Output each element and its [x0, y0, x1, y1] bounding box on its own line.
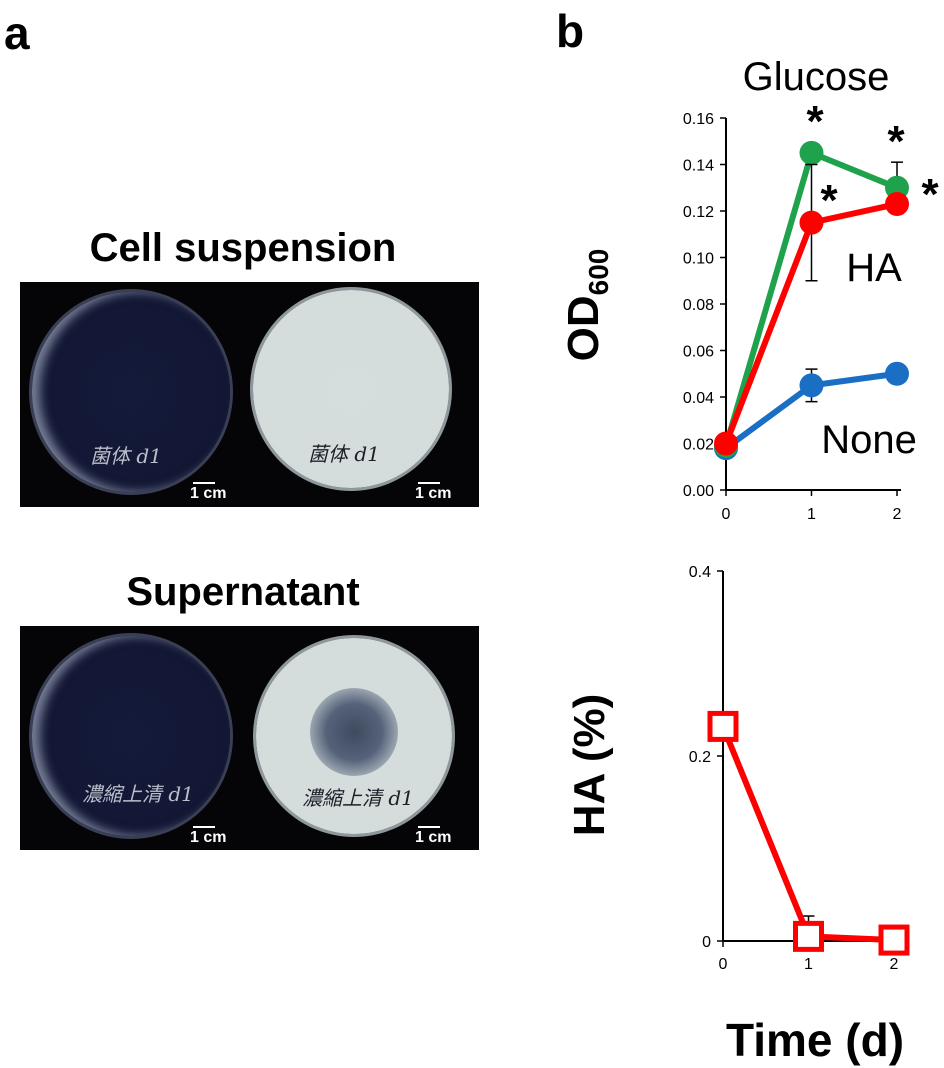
y-tick-label: 0.14: [683, 158, 714, 175]
data-point-none: [885, 361, 909, 386]
x-tick-label: 0: [722, 506, 731, 523]
x-tick-label: 2: [893, 506, 902, 523]
supernatant-title: Supernatant: [126, 570, 360, 614]
x-tick-label: 0: [719, 956, 728, 973]
data-point-ha: [799, 210, 824, 235]
panel-a-letter: a: [4, 7, 30, 59]
scale-bar-label: 1 cm: [415, 829, 452, 846]
x-tick-label: 1: [804, 956, 813, 973]
series-line-ha: [720, 725, 895, 944]
scale-bar: 1 cm: [415, 826, 451, 847]
dish-label: 濃縮上清 d1: [302, 786, 414, 810]
data-point-ha: [714, 431, 738, 456]
y-tick-label: 0.04: [683, 390, 714, 407]
x-tick-label: 1: [807, 506, 816, 523]
y-tick-label: 0.08: [683, 297, 714, 314]
y-axis-label: OD600: [559, 249, 614, 362]
petri-dish-cell-blue: [32, 292, 230, 492]
y-axis-label: HA (%): [565, 694, 614, 837]
data-point-ha: [707, 710, 739, 742]
data-point-glucose: [799, 140, 824, 165]
x-axis-label: Time (d): [726, 1014, 904, 1066]
series-label-ha: HA: [846, 246, 902, 290]
scale-bar-label: 1 cm: [415, 485, 452, 502]
y-tick-label: 0.02: [683, 437, 714, 454]
cell-suspension-title: Cell suspension: [89, 226, 397, 270]
scale-bar: 1 cm: [190, 826, 226, 847]
dish-label: 菌体 d1: [90, 444, 162, 468]
y-tick-label: 0: [702, 934, 711, 951]
chart-title: Glucose: [743, 55, 890, 99]
dish-label: 濃縮上清 d1: [82, 782, 194, 806]
petri-dish-supernatant-blue: [32, 636, 230, 836]
y-tick-label: 0.06: [683, 344, 714, 361]
y-tick-label: 0.00: [683, 483, 714, 500]
scale-bar-label: 1 cm: [190, 485, 227, 502]
cell-suspension-photo: 菌体 d1 菌体 d1 1 cm 1 cm: [20, 282, 479, 507]
petri-dish-cell-clear: [253, 290, 449, 488]
scale-bar: 1 cm: [190, 482, 226, 503]
significance-asterisk: *: [806, 97, 824, 146]
dish-label: 菌体 d1: [308, 442, 380, 466]
significance-asterisk: *: [921, 170, 939, 219]
significance-asterisk: *: [887, 117, 905, 166]
data-point-ha: [793, 920, 824, 952]
series-label-none: None: [821, 418, 917, 462]
y-tick-label: 0.4: [689, 564, 711, 581]
scale-bar-label: 1 cm: [190, 829, 227, 846]
data-point-ha: [878, 924, 910, 956]
y-tick-label: 0.12: [683, 204, 714, 221]
panel-b-letter: b: [556, 5, 585, 57]
scale-bar: 1 cm: [415, 482, 451, 503]
data-point-none: [799, 373, 824, 398]
degradation-halo: [310, 688, 398, 776]
data-point-ha: [885, 192, 909, 217]
supernatant-photo: 濃縮上清 d1 濃縮上清 d1 1 cm 1 cm: [20, 626, 479, 850]
y-tick-label: 0.2: [689, 749, 711, 766]
y-tick-label: 0.10: [683, 251, 714, 268]
y-tick-label: 0.16: [683, 111, 714, 128]
x-tick-label: 2: [890, 956, 899, 973]
significance-asterisk: *: [820, 176, 838, 225]
